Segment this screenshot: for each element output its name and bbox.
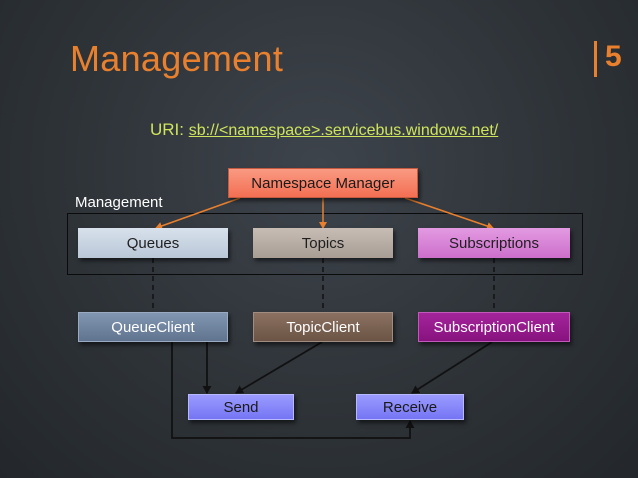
topic-client-node: TopicClient bbox=[253, 312, 393, 342]
slide-number: 5 bbox=[605, 40, 622, 73]
topics-node: Topics bbox=[253, 228, 393, 258]
namespace-manager-node: Namespace Manager bbox=[228, 168, 418, 198]
arrow-topicclient-to-send bbox=[235, 341, 323, 394]
slide-title: Management bbox=[70, 38, 284, 79]
subscriptions-node: Subscriptions bbox=[418, 228, 570, 258]
receive-node: Receive bbox=[356, 394, 464, 420]
management-group-frame bbox=[67, 213, 583, 275]
arrow-ns-to-subscriptions bbox=[404, 197, 494, 230]
uri-line: URI: sb://<namespace>.servicebus.windows… bbox=[150, 120, 498, 140]
send-node: Send bbox=[188, 394, 294, 420]
uri-label: URI: bbox=[150, 120, 184, 139]
arrow-subscriptionclient-to-receive bbox=[411, 341, 493, 394]
slide-number-divider bbox=[594, 41, 597, 77]
uri-link[interactable]: sb://<namespace>.servicebus.windows.net/ bbox=[188, 122, 499, 139]
arrow-ns-to-queues bbox=[155, 197, 241, 230]
arrow-queueclient-to-receive bbox=[171, 342, 415, 439]
subscription-client-node: SubscriptionClient bbox=[418, 312, 570, 342]
management-group-label: Management bbox=[75, 194, 163, 211]
queues-node: Queues bbox=[78, 228, 228, 258]
queue-client-node: QueueClient bbox=[78, 312, 228, 342]
